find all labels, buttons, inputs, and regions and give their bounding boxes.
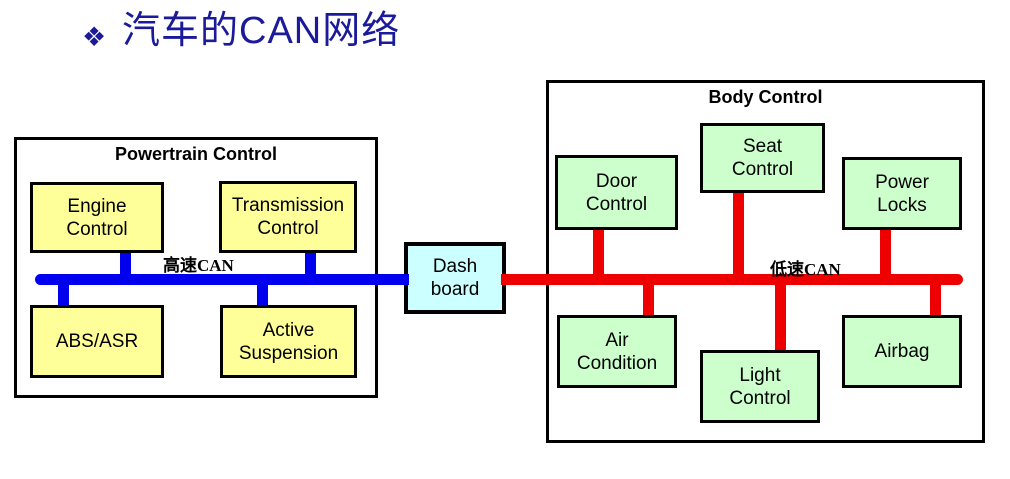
connector-airbag [930,282,941,318]
slide-title: 汽车的CAN网络 [122,10,401,52]
node-airbag: Airbag [842,315,962,388]
connector-door [593,227,604,277]
high-speed-can-label: 高速CAN [163,256,234,275]
node-active-suspension: Active Suspension [220,305,357,378]
powertrain-section-title: Powertrain Control [114,144,277,164]
connector-abs [58,283,69,308]
connector-transmission [305,250,316,276]
low-speed-can-label: 低速CAN [770,260,841,279]
body-section-title: Body Control [708,87,823,107]
connector-air-condition [643,282,654,318]
connector-light [775,282,786,353]
node-engine-control: Engine Control [30,182,164,253]
node-light-control: Light Control [700,350,820,423]
high-speed-can-bus [35,274,409,285]
diamond-bullet-icon: ❖ [82,22,107,52]
node-power-locks: Power Locks [842,157,962,230]
connector-suspension [257,283,268,308]
node-seat-control: Seat Control [700,123,825,193]
node-abs-asr: ABS/ASR [30,305,164,378]
connector-power-locks [880,227,891,277]
node-door-control: Door Control [555,155,678,230]
node-air-condition: Air Condition [557,315,677,388]
connector-seat [733,190,744,277]
node-transmission-control: Transmission Control [219,181,357,253]
slide-header: ❖ 汽车的CAN网络 [0,0,1010,70]
low-speed-can-bus [501,274,963,285]
connector-engine [120,250,131,276]
node-dashboard-gateway: Dash board [404,242,506,314]
